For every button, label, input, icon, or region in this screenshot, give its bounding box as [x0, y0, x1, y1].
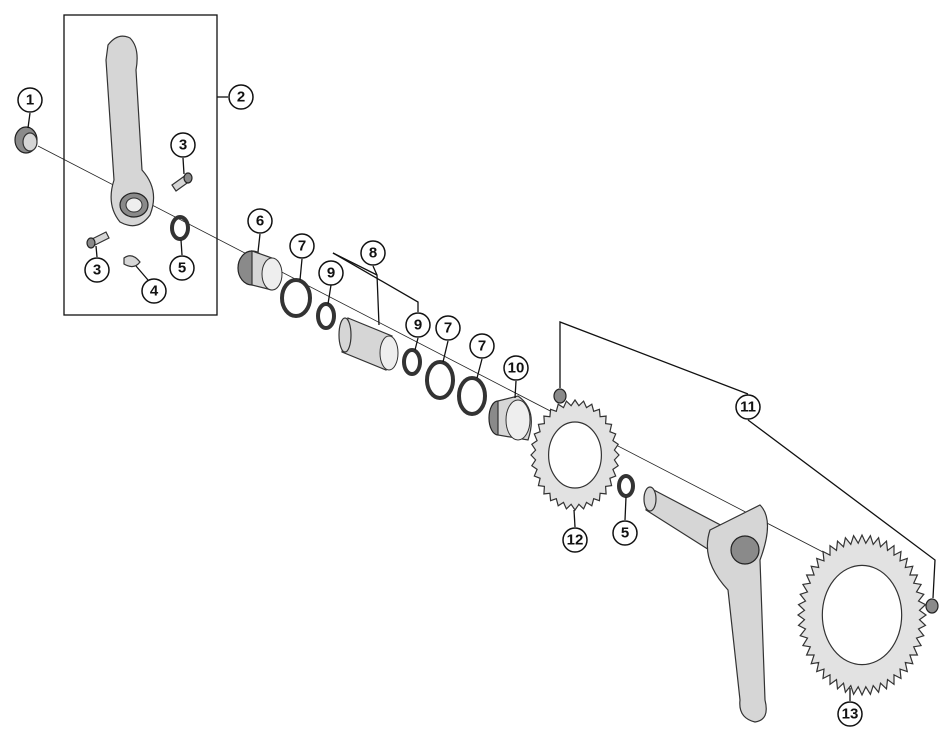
o-ring: [402, 348, 422, 376]
svg-text:3: 3: [179, 137, 187, 154]
o-ring-left: [170, 215, 190, 241]
crank-cap-bolt: [14, 126, 38, 154]
small-chainring: [530, 398, 620, 512]
svg-text:7: 7: [298, 238, 306, 255]
callout-4: 4: [141, 278, 167, 304]
chainring-center-hole: [547, 421, 602, 489]
svg-text:8: 8: [369, 245, 377, 262]
bb-cup-left: [237, 250, 283, 291]
svg-text:13: 13: [842, 706, 859, 723]
svg-text:1: 1: [26, 92, 34, 109]
svg-text:3: 3: [93, 262, 101, 279]
chainring-bolt: [553, 388, 567, 404]
callout-9-a: 9: [318, 260, 344, 286]
svg-text:4: 4: [150, 283, 159, 300]
pinch-bolt-lower: [86, 231, 110, 249]
callout-7-b: 7: [435, 315, 461, 341]
bb-cup-right: [488, 395, 532, 441]
spacer-ring: [280, 278, 312, 318]
callout-7-c: 7: [469, 333, 495, 359]
svg-text:10: 10: [508, 360, 525, 377]
svg-text:11: 11: [740, 399, 756, 416]
callout-5-right: 5: [612, 520, 638, 546]
callout-6: 6: [247, 208, 273, 234]
callout-12: 12: [562, 527, 588, 553]
callout-7-a: 7: [289, 233, 315, 259]
o-ring-right: [617, 474, 635, 498]
right-crank-arm-with-spindle: [643, 486, 769, 723]
callout-10: 10: [503, 355, 529, 381]
chainring-center-hole: [821, 564, 903, 666]
callout-3-upper: 3: [170, 132, 196, 158]
svg-text:5: 5: [621, 525, 629, 542]
assembly-axis-line: [37, 145, 936, 611]
callout-8: 8: [360, 240, 386, 266]
svg-text:7: 7: [478, 338, 486, 355]
callout-2: 2: [228, 84, 254, 110]
callout-5-left: 5: [169, 255, 195, 281]
callout-9-b: 9: [405, 312, 431, 338]
spacer-ring: [425, 360, 455, 400]
svg-text:9: 9: [327, 265, 335, 282]
left-crank-group-box: [63, 14, 218, 316]
bb-inner-cover-tube: [338, 317, 399, 371]
svg-text:9: 9: [414, 317, 422, 334]
callout-13: 13: [837, 701, 863, 727]
callout-1: 1: [17, 87, 43, 113]
large-chainring: [796, 533, 928, 697]
svg-text:6: 6: [256, 213, 264, 230]
leader-lines: [27, 96, 936, 701]
left-crank-arm: [105, 35, 155, 227]
pinch-bolt-upper: [171, 172, 193, 192]
spacer-ring: [457, 376, 487, 416]
svg-text:5: 5: [178, 260, 186, 277]
callout-11: 11: [735, 394, 761, 420]
safety-plate: [123, 255, 141, 268]
callout-3-lower: 3: [84, 257, 110, 283]
svg-text:7: 7: [444, 320, 452, 337]
svg-text:12: 12: [567, 532, 584, 549]
o-ring: [316, 302, 336, 330]
chainring-bolt-nut: [925, 598, 939, 614]
svg-text:2: 2: [237, 89, 245, 106]
